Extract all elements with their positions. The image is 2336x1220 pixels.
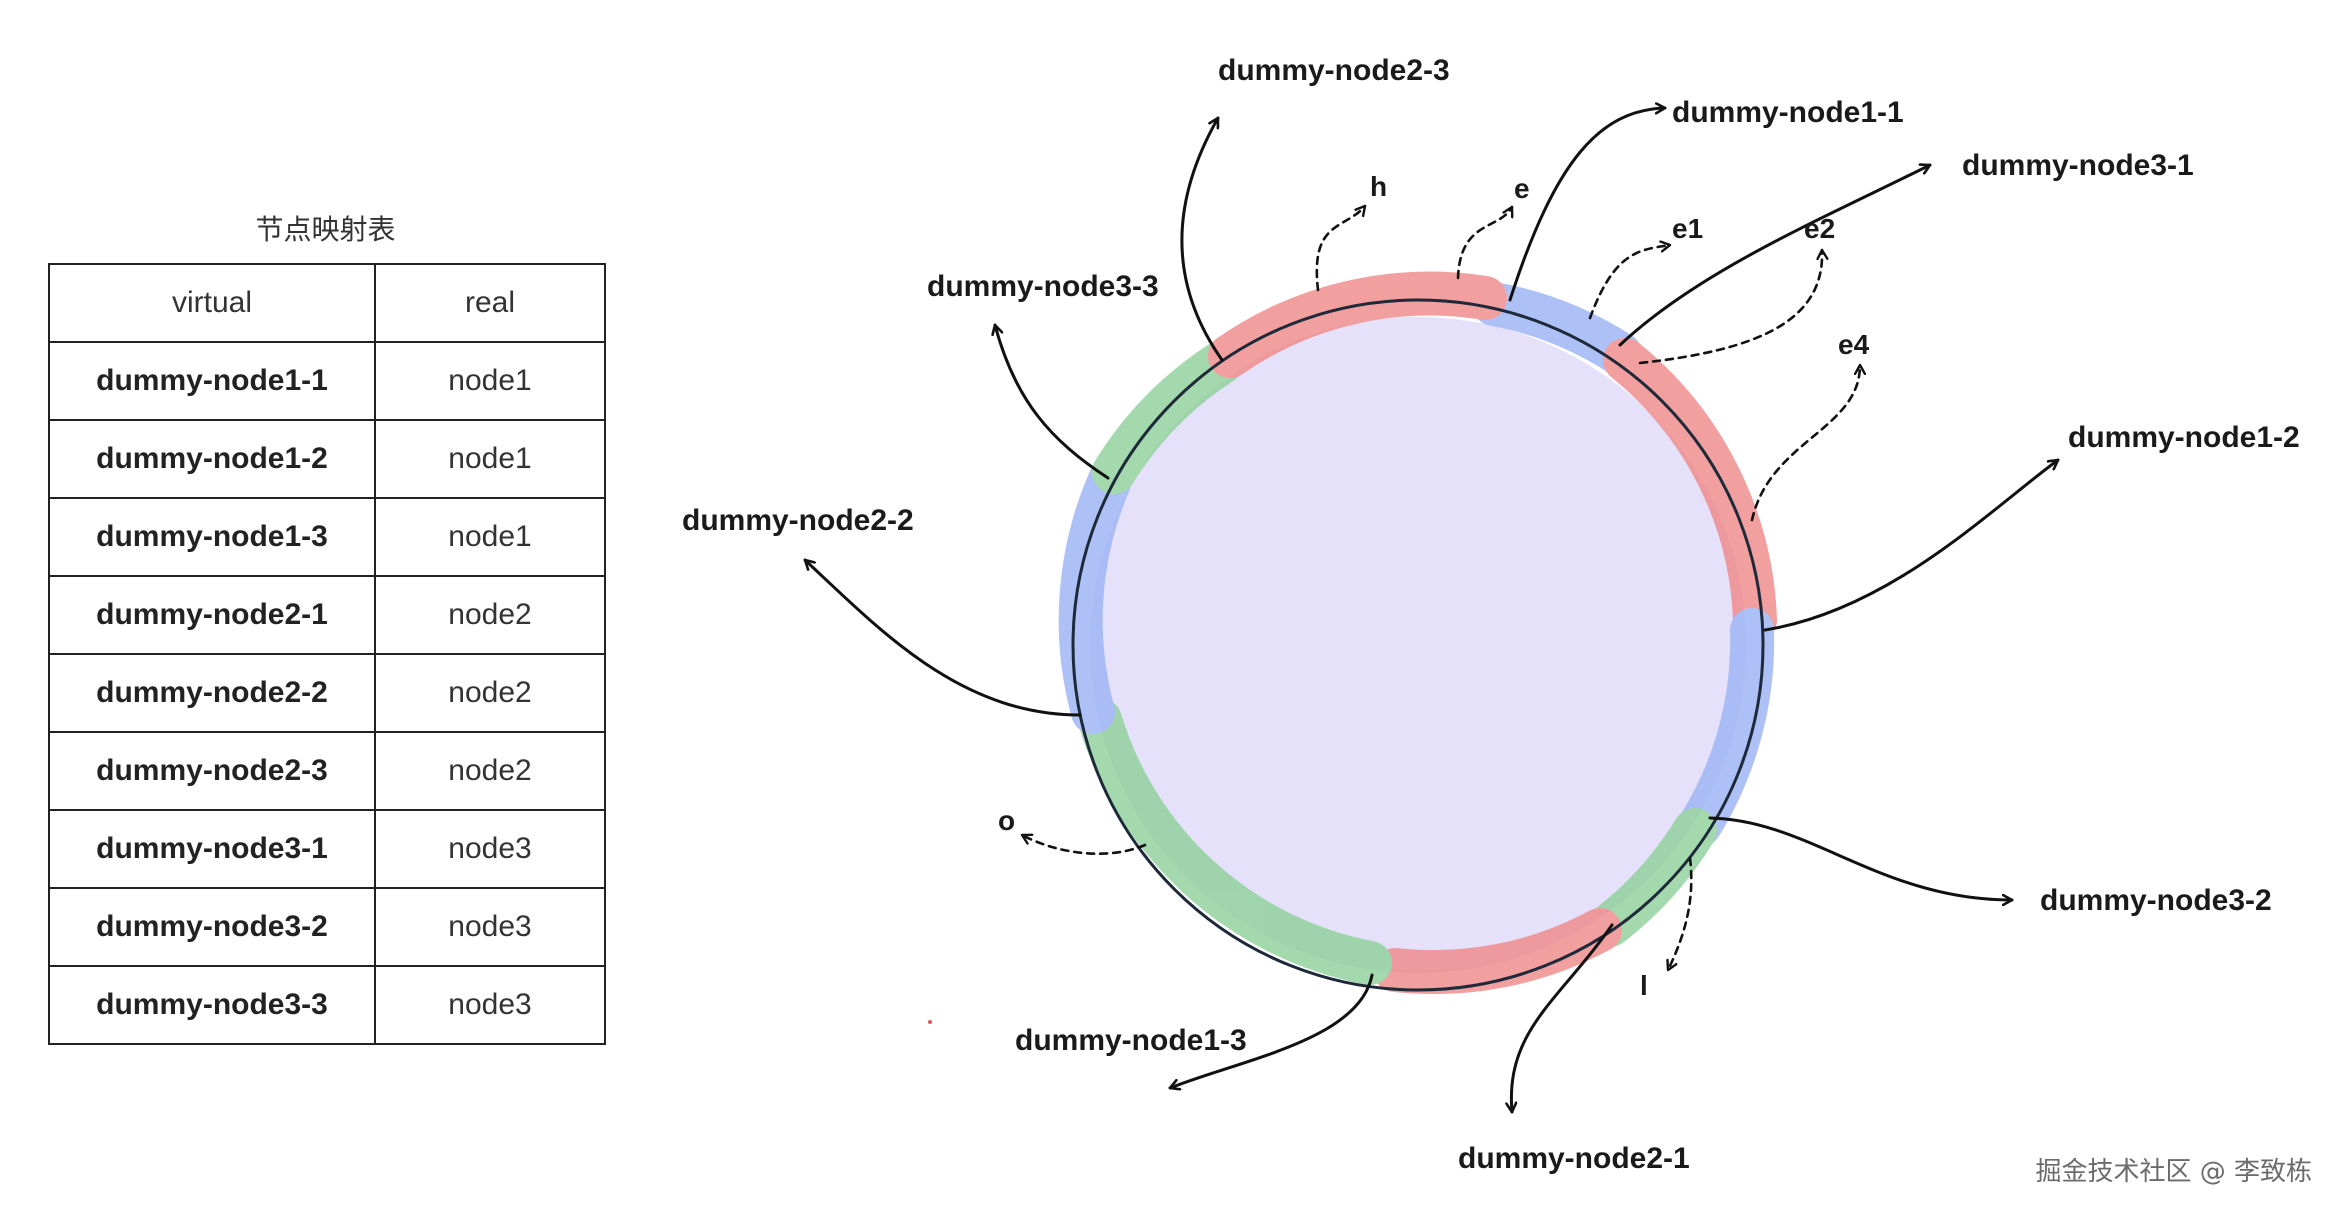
label-key-e1: e1 xyxy=(1672,213,1703,244)
arc-node2-segment xyxy=(1058,458,1132,734)
label-dummy-node1-1: dummy-node1-1 xyxy=(1672,96,1904,129)
header-real: real xyxy=(374,263,606,343)
virtual-cell: dummy-node3-2 xyxy=(48,887,376,967)
arrow-key-e2 xyxy=(1638,248,1822,365)
label-dummy-node3-2: dummy-node3-2 xyxy=(2040,884,2272,917)
label-dummy-node1-2: dummy-node1-2 xyxy=(2068,421,2300,454)
arrow-key-h xyxy=(1315,204,1367,292)
virtual-cell: dummy-node2-3 xyxy=(48,731,376,811)
real-cell: node2 xyxy=(374,653,606,733)
stray-dot xyxy=(928,1020,932,1024)
real-cell: node3 xyxy=(374,887,606,967)
arrow-node1-1 xyxy=(1508,108,1667,302)
table-row: dummy-node3-1 node3 xyxy=(48,809,606,889)
table-row: dummy-node1-3 node1 xyxy=(48,497,606,577)
arrow-key-e1 xyxy=(1588,245,1672,320)
label-dummy-node2-2: dummy-node2-2 xyxy=(682,504,914,537)
arrow-node2-3 xyxy=(1180,116,1224,362)
virtual-cell: dummy-node1-2 xyxy=(48,419,376,499)
real-cell: node1 xyxy=(374,497,606,577)
table-row: dummy-node3-3 node3 xyxy=(48,965,606,1045)
arrow-key-e4 xyxy=(1750,363,1860,522)
table-row: dummy-node2-3 node2 xyxy=(48,731,606,811)
virtual-cell: dummy-node2-1 xyxy=(48,575,376,655)
real-cell: node1 xyxy=(374,419,606,499)
watermark: 掘金技术社区 @ 李致栋 xyxy=(2035,1157,2312,1187)
arrow-key-l xyxy=(1668,856,1693,972)
label-dummy-node2-1: dummy-node2-1 xyxy=(1458,1142,1690,1175)
virtual-cell: dummy-node1-3 xyxy=(48,497,376,577)
arrow-node1-2 xyxy=(1763,458,2060,632)
arc-node3-segment xyxy=(1078,698,1392,985)
arrow-node1-3 xyxy=(1168,973,1374,1088)
label-key-e2: e2 xyxy=(1804,213,1835,244)
table-row: dummy-node1-2 node1 xyxy=(48,419,606,499)
virtual-cell: dummy-node3-3 xyxy=(48,965,376,1045)
arrow-node3-1 xyxy=(1618,165,1932,347)
real-cell: node3 xyxy=(374,965,606,1045)
virtual-cell: dummy-node3-1 xyxy=(48,809,376,889)
virtual-cell: dummy-node2-2 xyxy=(48,653,376,733)
label-dummy-node2-3: dummy-node2-3 xyxy=(1218,54,1450,87)
table-row: dummy-node1-1 node1 xyxy=(48,341,606,421)
arrow-node2-1 xyxy=(1511,923,1614,1114)
table-row: dummy-node2-2 node2 xyxy=(48,653,606,733)
arrow-key-e xyxy=(1456,205,1512,280)
real-cell: node1 xyxy=(374,341,606,421)
header-virtual: virtual xyxy=(48,263,376,343)
real-cell: node2 xyxy=(374,575,606,655)
table-row: dummy-node3-2 node3 xyxy=(48,887,606,967)
arc-node3-segment xyxy=(1588,808,1717,947)
arc-node2-segment xyxy=(1678,608,1775,847)
label-key-l: l xyxy=(1640,970,1648,1001)
table-row: dummy-node2-1 node2 xyxy=(48,575,606,655)
ring-fill xyxy=(1090,317,1746,973)
label-dummy-node3-3: dummy-node3-3 xyxy=(927,270,1159,303)
node-mapping-table: virtual real dummy-node1-1 node1 dummy-n… xyxy=(48,263,606,1045)
real-cell: node3 xyxy=(374,809,606,889)
label-dummy-node1-3: dummy-node1-3 xyxy=(1015,1024,1247,1057)
label-dummy-node3-1: dummy-node3-1 xyxy=(1962,149,2194,182)
label-key-o: o xyxy=(998,805,1015,836)
arrow-node2-2 xyxy=(803,558,1082,717)
table-header-row: virtual real xyxy=(48,263,606,343)
real-cell: node2 xyxy=(374,731,606,811)
arrow-node3-2 xyxy=(1708,816,2014,900)
arrow-node3-3 xyxy=(995,323,1110,480)
label-key-e4: e4 xyxy=(1838,329,1870,360)
arrow-key-o xyxy=(1020,835,1147,855)
table-title: 节点映射表 xyxy=(255,213,396,246)
label-key-e: e xyxy=(1514,173,1530,204)
arc-node1-segment xyxy=(1373,908,1622,995)
label-key-h: h xyxy=(1370,171,1387,202)
virtual-cell: dummy-node1-1 xyxy=(48,341,376,421)
ring-outline xyxy=(1071,298,1765,992)
